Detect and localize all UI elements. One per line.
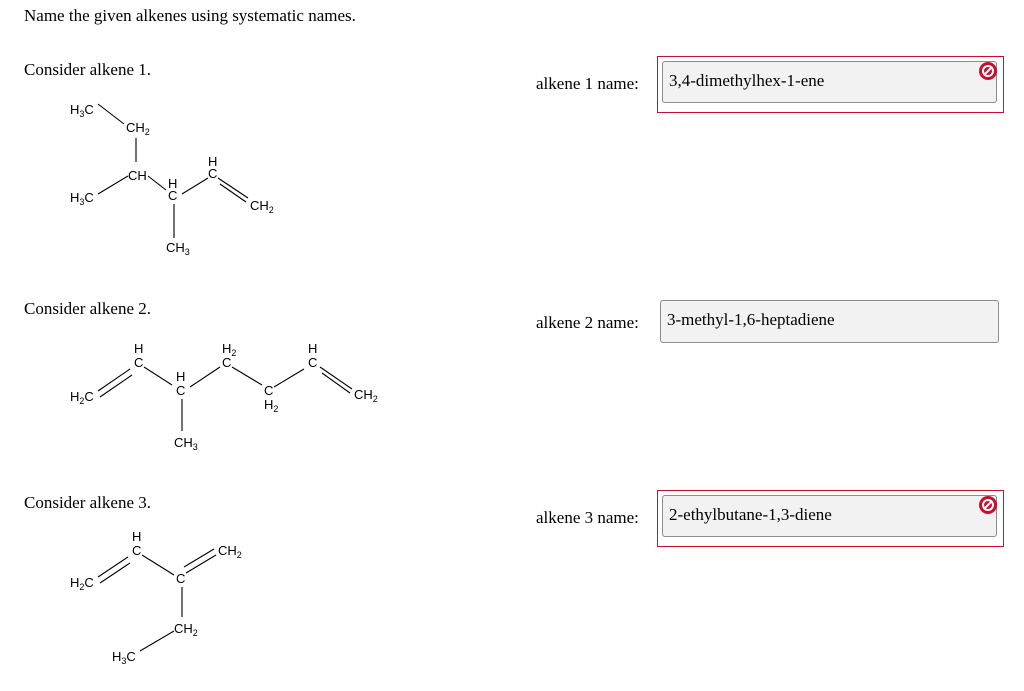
svg-text:CH3: CH3 — [174, 435, 198, 452]
prohibited-icon — [979, 496, 997, 514]
answer-input-alkene-3[interactable]: 2-ethylbutane-1,3-diene — [662, 495, 997, 537]
answer-input-alkene-1[interactable]: 3,4-dimethylhex-1-ene — [662, 61, 997, 103]
prohibited-icon — [979, 62, 997, 80]
answer-label-alkene-3: alkene 3 name: — [536, 508, 639, 527]
svg-text:H: H — [176, 369, 185, 384]
svg-text:H3C: H3C — [112, 649, 136, 666]
prompt-alkene-2: Consider alkene 2. — [24, 299, 151, 318]
svg-text:C: C — [208, 166, 217, 181]
answer-input-alkene-2[interactable]: 3-methyl-1,6-heptadiene — [660, 300, 999, 343]
structure-alkene-1: H3C CH2 CH H3C H C CH3 H C CH2 — [70, 102, 274, 257]
svg-text:H2C: H2C — [70, 389, 94, 406]
answer-label-alkene-2: alkene 2 name: — [536, 313, 639, 332]
svg-text:H: H — [168, 176, 177, 191]
svg-text:H3C: H3C — [70, 190, 94, 207]
svg-text:C: C — [134, 355, 143, 370]
answer-feedback-box-1: 3,4-dimethylhex-1-ene — [657, 56, 1004, 113]
svg-text:CH2: CH2 — [174, 621, 198, 638]
svg-text:C: C — [176, 571, 185, 586]
structure-alkene-3: H2C H C C CH2 CH2 H3C — [70, 529, 242, 666]
svg-text:CH2: CH2 — [354, 387, 378, 404]
answer-label-alkene-1: alkene 1 name: — [536, 74, 639, 93]
svg-text:CH2: CH2 — [126, 120, 150, 137]
svg-text:C: C — [222, 355, 231, 370]
svg-text:C: C — [264, 383, 273, 398]
svg-text:H: H — [132, 529, 141, 544]
svg-text:H2C: H2C — [70, 575, 94, 592]
svg-text:C: C — [308, 355, 317, 370]
instructions: Name the given alkenes using systematic … — [24, 6, 356, 25]
svg-text:H: H — [134, 341, 143, 356]
svg-text:CH: CH — [128, 168, 147, 183]
svg-text:CH2: CH2 — [218, 543, 242, 560]
svg-text:H: H — [308, 341, 317, 356]
structure-alkene-2: H2C H C H C CH3 H2 C C H2 H C CH2 — [70, 341, 378, 452]
svg-text:C: C — [176, 383, 185, 398]
svg-text:C: C — [132, 543, 141, 558]
prompt-alkene-1: Consider alkene 1. — [24, 60, 151, 79]
svg-text:H: H — [208, 154, 217, 169]
answer-feedback-box-3: 2-ethylbutane-1,3-diene — [657, 490, 1004, 547]
prompt-alkene-3: Consider alkene 3. — [24, 493, 151, 512]
svg-text:H2: H2 — [264, 397, 278, 414]
svg-text:C: C — [168, 188, 177, 203]
svg-text:CH2: CH2 — [250, 198, 274, 215]
svg-text:H3C: H3C — [70, 102, 94, 119]
svg-text:CH3: CH3 — [166, 240, 190, 257]
